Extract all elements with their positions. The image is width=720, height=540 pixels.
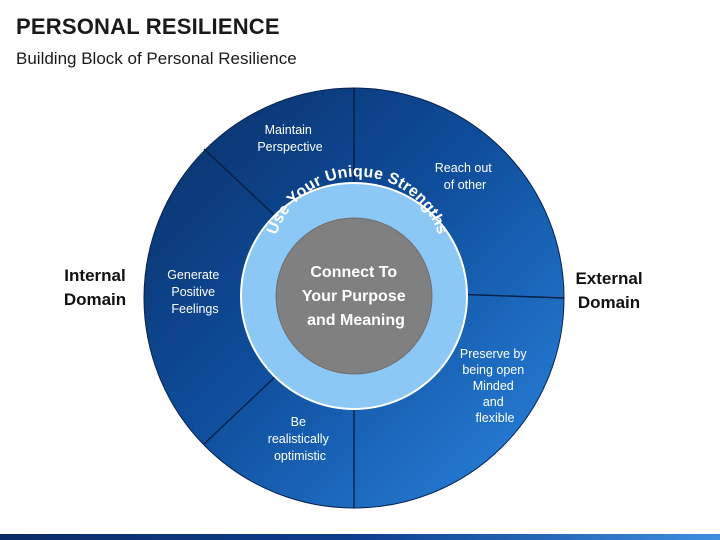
external-domain-label-line1: External — [575, 269, 643, 288]
segment-reach-out: Reach out of other — [435, 161, 495, 192]
core-circle — [275, 217, 433, 375]
segment-maintain-perspective: Maintain Perspective — [257, 123, 322, 154]
divider-upper-left — [203, 148, 287, 227]
footer-bar — [0, 534, 720, 540]
internal-domain-label-line1: Internal — [64, 266, 126, 285]
internal-domain-label: Internal Domain — [52, 264, 138, 312]
divider-lower-left — [203, 375, 277, 445]
divider-right — [451, 293, 565, 299]
page-title: PERSONAL RESILIENCE — [16, 14, 280, 39]
page-subtitle: Building Block of Personal Resilience — [16, 49, 297, 68]
core-label: Connect To Your Purpose and Meaning — [302, 264, 410, 329]
external-domain-label-line2: Domain — [577, 293, 641, 312]
internal-domain-label-line2: Domain — [63, 290, 127, 309]
external-domain-label: External Domain — [566, 267, 652, 315]
segment-preserve-open-minded: Preserve by being open Minded and flexib… — [460, 347, 530, 425]
segment-generate-positive-feelings: Generate Positive Feelings — [167, 268, 223, 316]
segment-realistically-optimistic: Be realistically optimistic — [268, 415, 333, 463]
segment-dividers — [203, 88, 565, 508]
